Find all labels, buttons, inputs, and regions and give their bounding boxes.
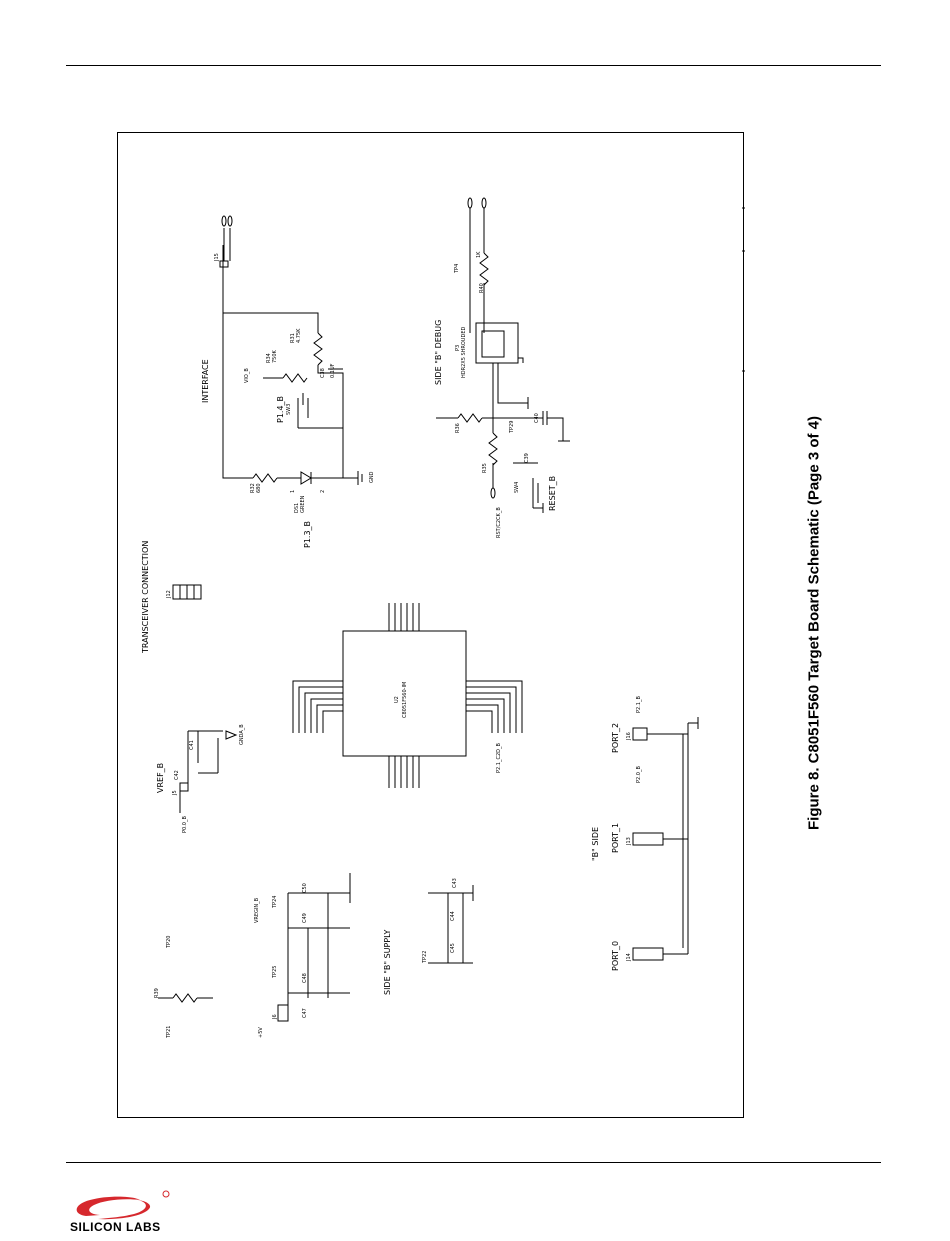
tp22-ref: TP22 [422, 951, 428, 964]
r40-ref: R40 [479, 283, 485, 293]
j6-ref: J6 [272, 1014, 278, 1020]
tp29-ref: TP29 [509, 421, 515, 434]
silicon-labs-logo [76, 1190, 170, 1220]
c48-ref: C48 [302, 973, 308, 983]
section-supply: SIDE "B" SUPPLY [383, 929, 392, 995]
j14-ref: J14 [626, 953, 632, 962]
label-p14: P1.4_B [276, 396, 285, 423]
sw4-ref: SW4 [514, 482, 520, 493]
p3-ref: P3 [455, 345, 461, 351]
ds1-pin1: 1 [290, 490, 296, 493]
j12-connector [172, 584, 202, 600]
label-p13: P1.3_B [303, 521, 312, 548]
c42-ref: C42 [174, 770, 180, 780]
logo-swoosh-top [76, 1196, 140, 1216]
section-transceiver: TRANSCEIVER CONNECTION [141, 541, 150, 654]
vref-circuit [179, 730, 238, 813]
r32-ref: R32 [250, 483, 256, 493]
u2-part: C8051F560-IM [402, 682, 408, 718]
j13-ref: J13 [626, 837, 632, 846]
ds1-color: GREEN [300, 495, 306, 513]
ds1-ref: DS1 [294, 503, 300, 513]
power-circuit [158, 873, 474, 1022]
gnda-b-label: GNDA_B [239, 724, 245, 745]
label-reset: RESET_B [548, 476, 557, 511]
footer-rule [66, 1162, 881, 1163]
gnd-label: GND [369, 471, 375, 483]
tp4-ref: TP4 [454, 264, 460, 274]
interface-circuit [219, 215, 363, 485]
rst-c2ck-label: RST/C2CK_B [496, 507, 502, 538]
tp20-ref: TP20 [166, 936, 172, 949]
vregin-b-label: VREGIN_B [254, 897, 260, 923]
r34-val: 750K [272, 349, 278, 363]
j5-ref: J5 [172, 790, 178, 796]
u2-bottom-pins [388, 756, 420, 788]
ds1-pin2: 2 [320, 490, 326, 493]
section-interface: INTERFACE [201, 359, 210, 403]
logo-swoosh-bottom [98, 1200, 151, 1220]
header-rule [66, 65, 881, 66]
registered-mark-icon [162, 1190, 170, 1198]
p21-c2d-label: P2.1_C2D_B [496, 743, 502, 773]
debug-circuit [436, 197, 570, 513]
r31-val: 4.75K [296, 328, 302, 343]
r40-value: 1K [476, 251, 482, 258]
figure-caption-text: Figure 8. C8051F560 Target Board Schemat… [805, 415, 823, 831]
r39-ref: R39 [154, 988, 160, 998]
tp24-ref: TP24 [272, 896, 278, 909]
section-vref: VREF_B [156, 763, 165, 793]
u2-right-pins [466, 680, 523, 733]
c49-ref: C49 [302, 913, 308, 923]
j16-ref: J16 [626, 732, 632, 741]
section-b-side: "B" SIDE [591, 827, 600, 861]
c45-ref: C45 [450, 943, 456, 953]
v5-label: +5V [258, 1027, 264, 1038]
tp25-ref: TP25 [272, 966, 278, 979]
r34-ref: R34 [266, 353, 272, 363]
p20-b-label: P2.0_B [636, 766, 642, 783]
p3-part: HDR2X5 SHROUDED [461, 327, 467, 378]
figure-caption: Figure 8. C8051F560 Target Board Schemat… [804, 378, 824, 868]
c43-ref: C43 [452, 878, 458, 888]
u2-top-pins [388, 603, 420, 631]
vio-b-label: VIO_B [244, 368, 250, 383]
c44-ref: C44 [450, 911, 456, 921]
tp21-ref: TP21 [166, 1026, 172, 1039]
p00-b-label: P0.0_B [182, 816, 188, 833]
j15-ref: J15 [214, 253, 220, 262]
u2-left-pins [292, 680, 343, 733]
c41-ref: C41 [189, 740, 195, 750]
p21-b-label: P2.1_B [636, 696, 642, 713]
c39-ref: C39 [524, 453, 530, 463]
schematic-diagram: INTERFACE TRANSCEIVER CONNECTION VREF_B … [141, 197, 745, 1039]
logo-text: SILICON LABS [70, 1220, 161, 1234]
c50-ref: C50 [302, 883, 308, 893]
r32-val: 680 [256, 483, 262, 493]
j12-ref: J12 [166, 590, 172, 599]
c40-ref: C40 [534, 413, 540, 423]
sw3-ref: SW3 [286, 404, 292, 415]
port-headers [632, 717, 699, 961]
schematic-frame: INTERFACE TRANSCEIVER CONNECTION VREF_B … [117, 132, 745, 1118]
r31-ref: R31 [290, 333, 296, 343]
u2-ref: U2 [394, 696, 400, 703]
r36-ref: R36 [455, 423, 461, 433]
r35-ref: R35 [482, 463, 488, 473]
section-port1: PORT_1 [611, 823, 620, 853]
c38-val: 0.1UF [330, 363, 336, 378]
c38-ref: C38 [320, 368, 326, 378]
section-port0: PORT_0 [611, 941, 620, 971]
c47-ref: C47 [302, 1008, 308, 1018]
section-debug: SIDE "B" DEBUG [434, 320, 443, 385]
section-port2: PORT_2 [611, 723, 620, 753]
